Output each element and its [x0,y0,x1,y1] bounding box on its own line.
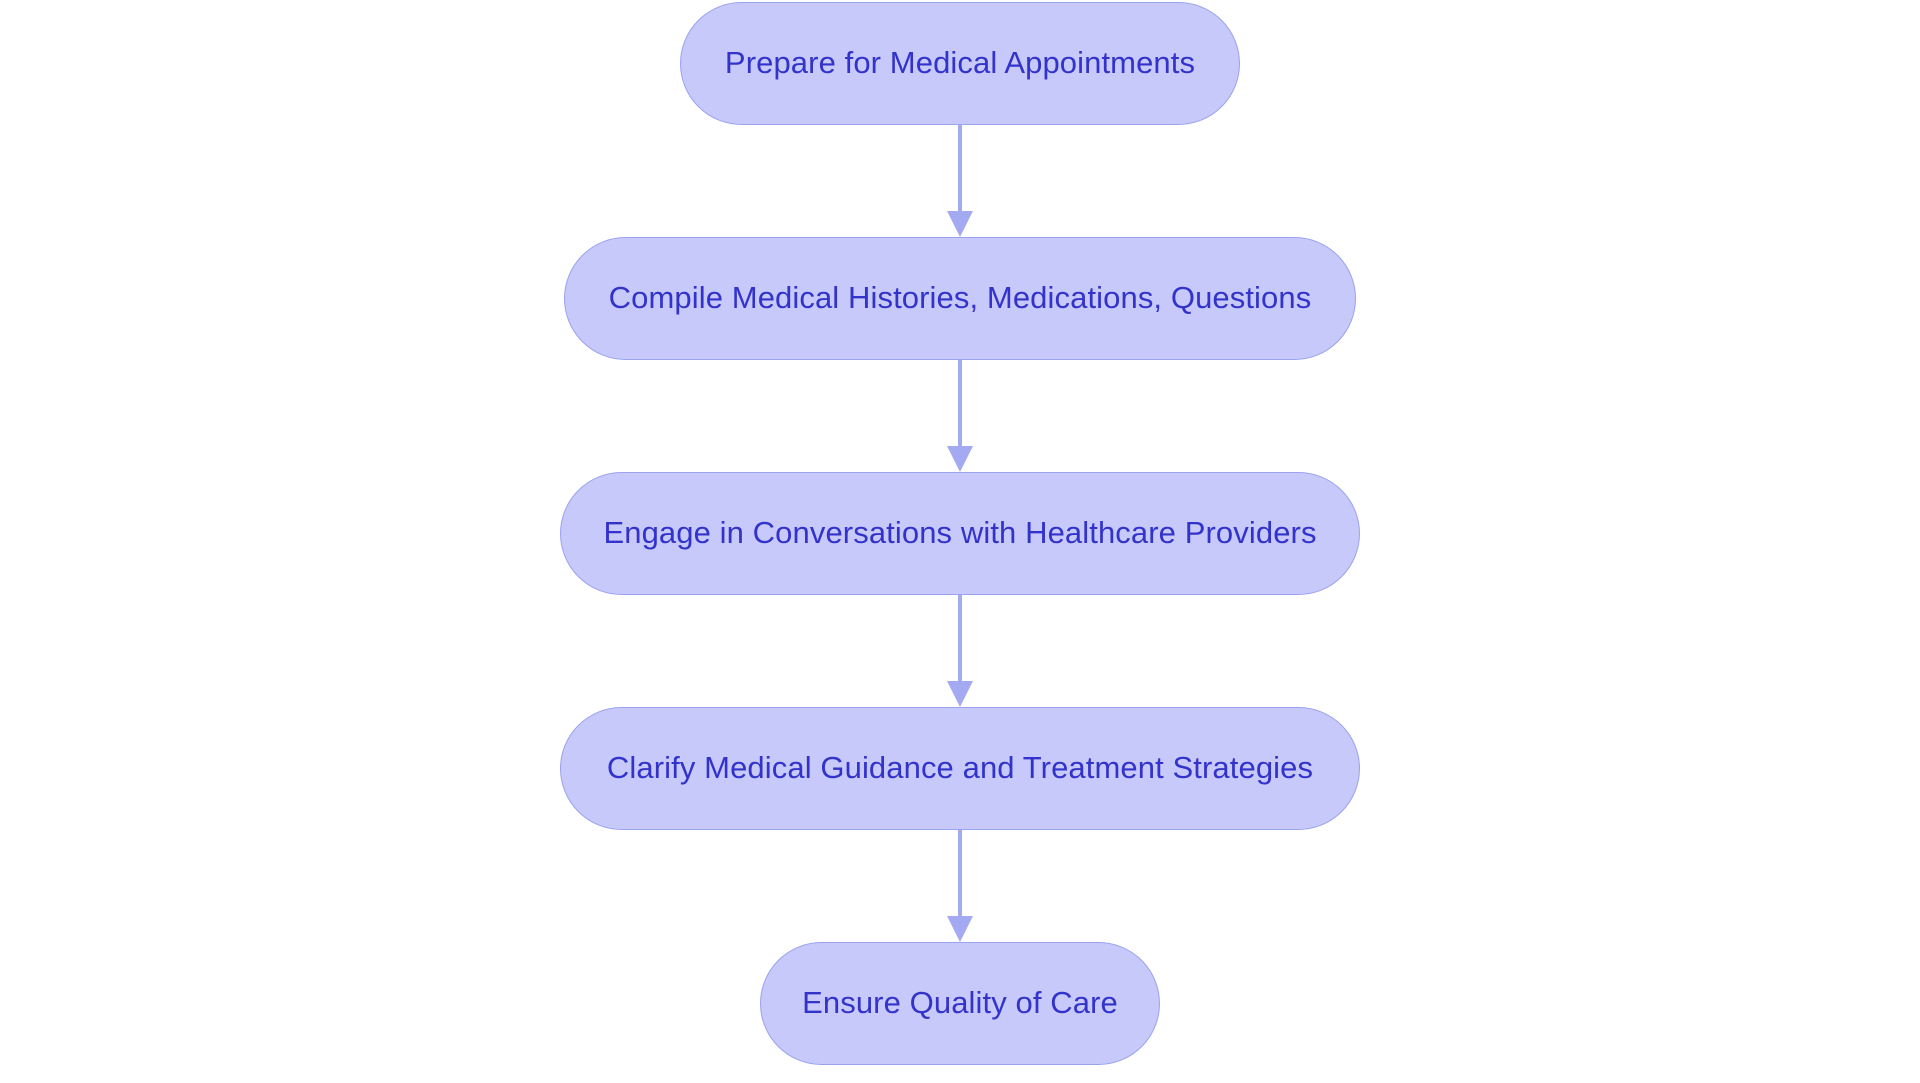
flow-connector-3 [947,595,973,707]
connector-line [958,595,962,683]
flow-connector-4 [947,830,973,942]
flow-node-compile-medical-histories[interactable]: Compile Medical Histories, Medications, … [564,237,1356,360]
flow-node-ensure-quality-of-care[interactable]: Ensure Quality of Care [760,942,1160,1065]
flow-connector-2 [947,360,973,472]
down-arrow-icon [947,446,973,472]
down-arrow-icon [947,916,973,942]
flow-node-clarify-medical-guidance[interactable]: Clarify Medical Guidance and Treatment S… [560,707,1360,830]
flow-node-engage-in-conversations[interactable]: Engage in Conversations with Healthcare … [560,472,1360,595]
down-arrow-icon [947,211,973,237]
down-arrow-icon [947,681,973,707]
flow-node-label: Ensure Quality of Care [802,985,1118,1021]
connector-line [958,125,962,213]
connector-line [958,830,962,918]
flow-node-label: Prepare for Medical Appointments [724,45,1196,81]
flow-node-label: Compile Medical Histories, Medications, … [608,280,1312,316]
flow-connector-1 [947,125,973,237]
flow-node-label: Engage in Conversations with Healthcare … [603,515,1317,551]
connector-line [958,360,962,448]
flow-node-label: Clarify Medical Guidance and Treatment S… [606,750,1314,786]
flow-node-prepare-for-medical-appointments[interactable]: Prepare for Medical Appointments [680,2,1240,125]
